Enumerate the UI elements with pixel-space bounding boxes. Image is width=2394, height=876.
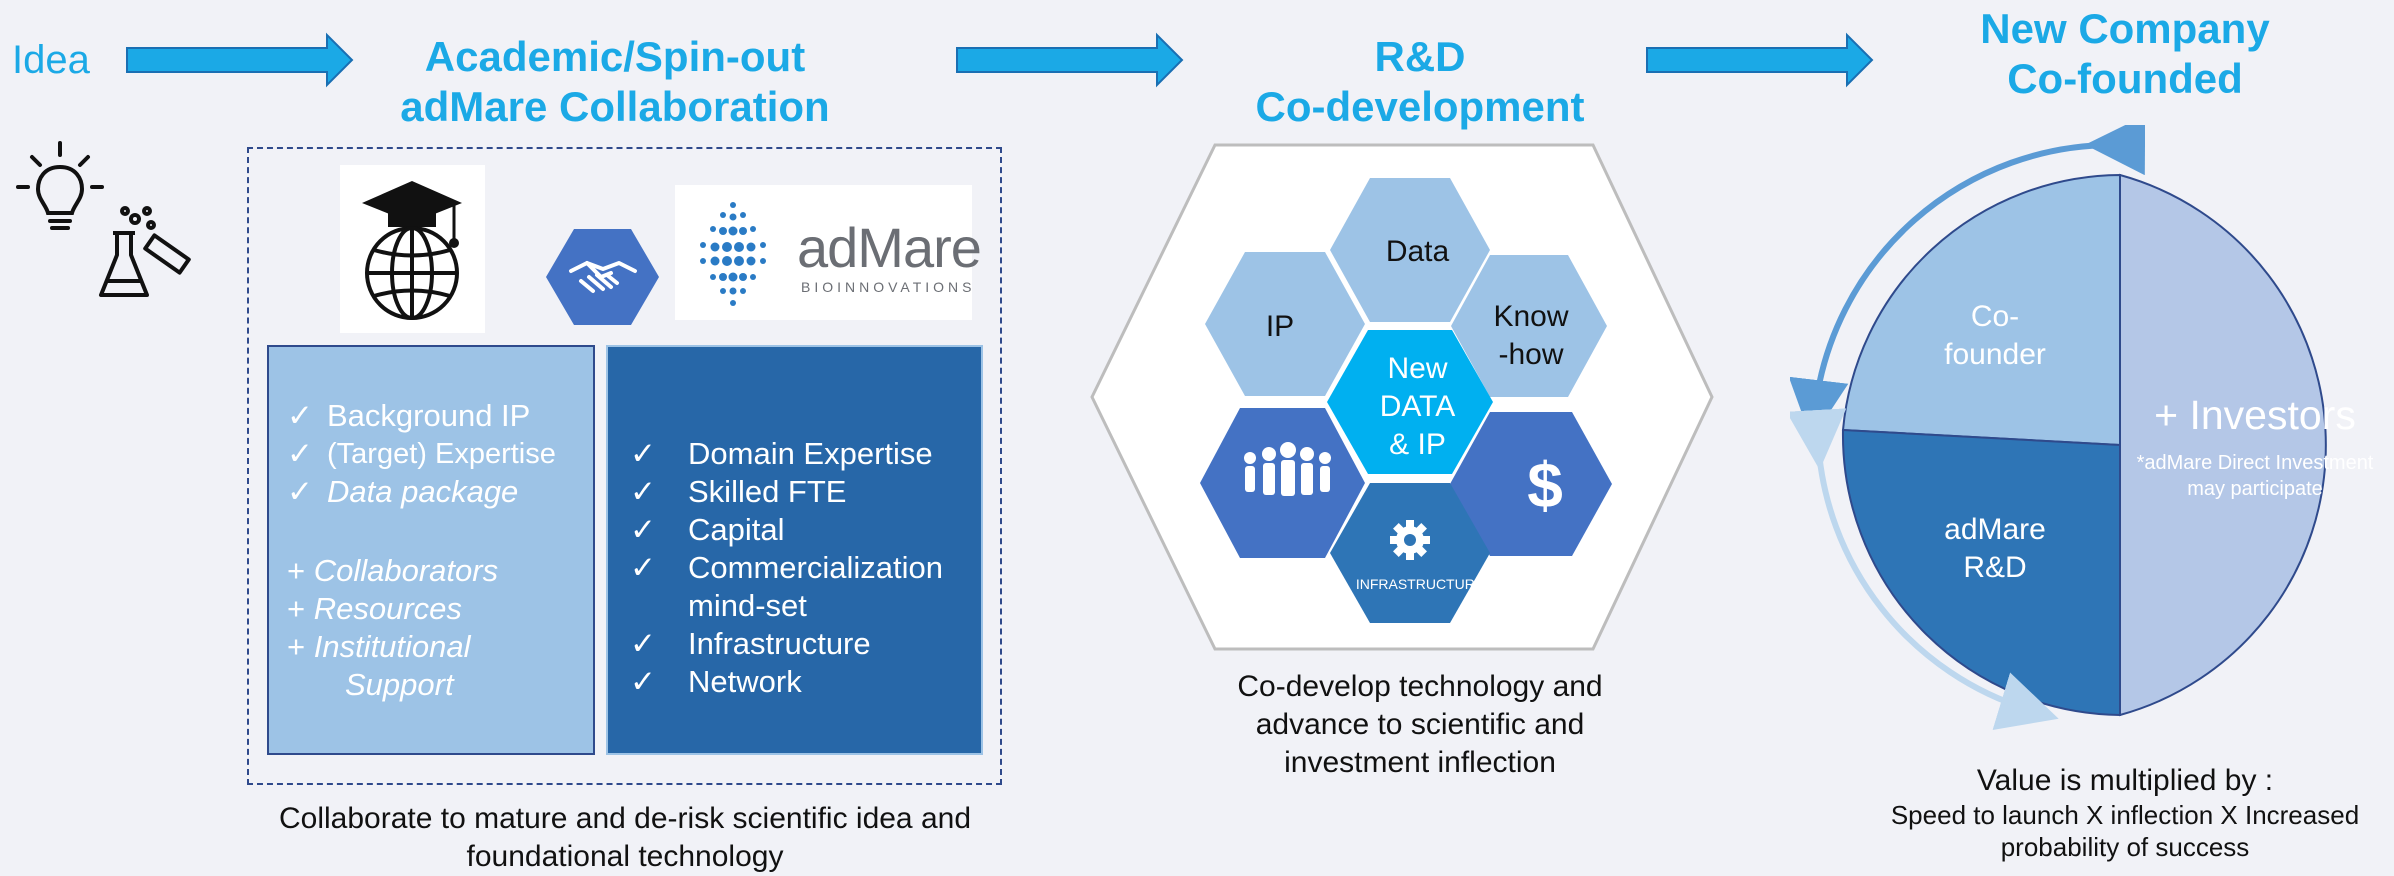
list-item: + Collaborators — [287, 553, 499, 588]
admare-checklist: ✓Domain Expertise ✓Skilled FTE ✓Capital … — [630, 435, 970, 701]
flow-arrows — [126, 32, 1874, 88]
cycle-arrow-upper — [1790, 125, 2146, 440]
list-item: ✓Capital — [630, 512, 785, 547]
stage3-title: New Company Co-founded — [1980, 5, 2270, 102]
hex-new-data-ip — [1327, 330, 1493, 474]
academic-logo — [340, 165, 485, 333]
list-item: + Resources — [287, 591, 462, 626]
hex-knowhow — [1451, 255, 1607, 397]
team-people-icon — [1244, 442, 1331, 496]
admare-logo-word: adMare — [797, 216, 982, 279]
arrow-collab-to-rd — [956, 32, 1184, 88]
academic-checklist: ✓Background IP ✓(Target) Expertise ✓Data… — [287, 397, 587, 511]
hex-capital — [1450, 412, 1612, 556]
hex-infrastructure-label: INFRASTRUCTURE — [1355, 576, 1485, 592]
stage1-title-line1: Academic/Spin-out — [424, 33, 806, 80]
hex-data — [1330, 178, 1490, 322]
arrow-idea-to-collab — [126, 32, 354, 88]
stage1-caption: Collaborate to mature and de-risk scient… — [278, 802, 972, 873]
stage1-title-line2: adMare Collaboration — [400, 83, 830, 130]
pie-slice-investors — [2119, 173, 2327, 717]
lightbulb-icon — [16, 141, 104, 230]
ownership-pie — [1790, 125, 2327, 730]
stage2-caption: Co-develop technology and advance to sci… — [1237, 670, 1603, 779]
pie-label-cofounder: Co-founder — [1944, 300, 2046, 371]
academic-contributions-box: ✓Background IP ✓(Target) Expertise ✓Data… — [267, 345, 595, 755]
list-item: ✓Infrastructure — [630, 626, 871, 661]
flask-icon — [99, 206, 191, 297]
cycle-arrow-lower — [1790, 408, 2059, 730]
idea-label: Idea — [12, 38, 90, 82]
dollar-icon: $ — [1527, 449, 1563, 521]
hex-knowhow-label: Know-how — [1493, 300, 1569, 371]
admare-contributions-box: ✓Domain Expertise ✓Skilled FTE ✓Capital … — [606, 345, 983, 755]
arrow-rd-to-newco — [1646, 32, 1874, 88]
hex-ip — [1205, 252, 1365, 396]
rd-hexagon-cluster — [1090, 143, 1714, 651]
admare-dot-mark — [700, 202, 766, 306]
stage3-caption: Value is multiplied by : Speed to launch… — [1890, 764, 2360, 862]
list-item: ✓Background IP — [287, 398, 531, 433]
hex-ip-label: IP — [1265, 310, 1295, 343]
list-item: + Institutional — [287, 629, 471, 664]
collaboration-dashed-frame — [247, 147, 1002, 785]
hex-data-label: Data — [1385, 235, 1450, 268]
list-item: ✓(Target) Expertise — [287, 436, 556, 471]
list-item: ✓Skilled FTE — [630, 474, 847, 509]
list-item: ✓Domain Expertise — [630, 436, 933, 471]
stage1-title: Academic/Spin-out adMare Collaboration — [330, 32, 900, 132]
handshake-hexagon — [546, 229, 659, 325]
gear-icon — [1390, 520, 1430, 560]
list-item: ✓Commercialization — [630, 550, 943, 585]
pie-label-investors: + Investors — [2154, 392, 2356, 438]
academic-plus-list: + Collaborators + Resources + Institutio… — [287, 552, 587, 704]
list-item: ✓Data package — [287, 474, 519, 509]
admare-logo-sub: BIOINNOVATIONS — [801, 279, 976, 295]
admare-logo: adMare BIOINNOVATIONS — [675, 185, 982, 320]
handshake-icon — [569, 261, 637, 293]
list-item: ✓Network — [630, 664, 802, 699]
stage2-title: R&D Co-development — [1255, 33, 1585, 130]
list-item: Support — [345, 667, 454, 702]
graduation-globe-icon — [362, 181, 462, 320]
list-item: mind-set — [688, 588, 807, 623]
